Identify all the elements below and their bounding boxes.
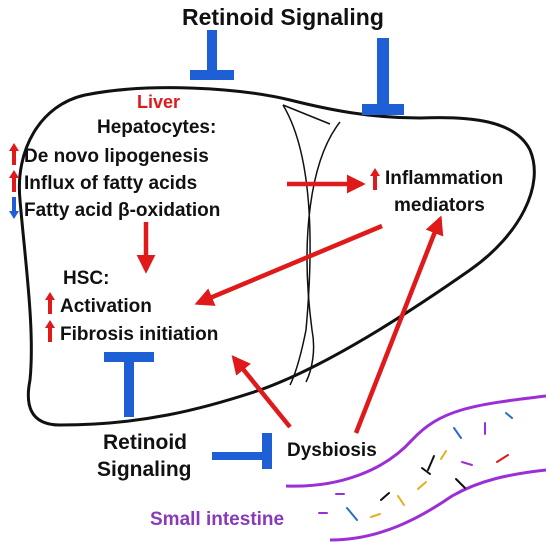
liver-outline xyxy=(17,86,536,427)
retinoid-label-bottom: Retinoid xyxy=(103,431,187,454)
increase-arrow-icon xyxy=(9,143,19,165)
inhibit-bar-bottom-right xyxy=(212,433,272,469)
mediators-label: mediators xyxy=(394,195,485,216)
beta-oxidation-label: Fatty acid β-oxidation xyxy=(24,200,220,221)
decrease-arrow-icon xyxy=(9,197,19,219)
inhibition-marks xyxy=(104,30,404,469)
inhibit-bar-top-right xyxy=(362,38,404,115)
inhibit-bar-top-left xyxy=(190,30,234,80)
activation-label: Activation xyxy=(60,296,152,317)
liver-label: Liver xyxy=(137,92,180,112)
increase-arrow-icon xyxy=(45,320,55,342)
dysbiosis-label: Dysbiosis xyxy=(287,440,377,461)
inhibit-bar-bottom-left xyxy=(104,352,154,417)
hepatocytes-label: Hepatocytes: xyxy=(97,117,216,138)
signaling-label-bottom: Signaling xyxy=(97,458,192,481)
fibrosis-label: Fibrosis initiation xyxy=(60,324,218,345)
microbe-icons xyxy=(318,412,513,521)
arrow-dysbiosis-to-inflammation xyxy=(353,215,444,434)
causal-arrows xyxy=(136,174,444,434)
text-labels: Retinoid Signaling Liver Hepatocytes: De… xyxy=(24,4,503,530)
arrow-inflammation-to-activation xyxy=(194,223,383,306)
change-indicators xyxy=(9,143,380,342)
lipogenesis-label: De novo lipogenesis xyxy=(24,146,209,167)
increase-arrow-icon xyxy=(45,292,55,314)
arrow-dysbiosis-to-fibrosis xyxy=(231,355,292,429)
retinoid-signaling-top-label: Retinoid Signaling xyxy=(182,4,384,30)
inflammation-label: Inflammation xyxy=(385,168,503,189)
small-intestine-label: Small intestine xyxy=(150,509,284,530)
fatty-acid-influx-label: Influx of fatty acids xyxy=(24,173,197,194)
small-intestine-shape xyxy=(285,394,546,542)
increase-arrow-icon xyxy=(370,168,380,190)
hsc-label: HSC: xyxy=(63,268,109,289)
increase-arrow-icon xyxy=(9,170,19,192)
